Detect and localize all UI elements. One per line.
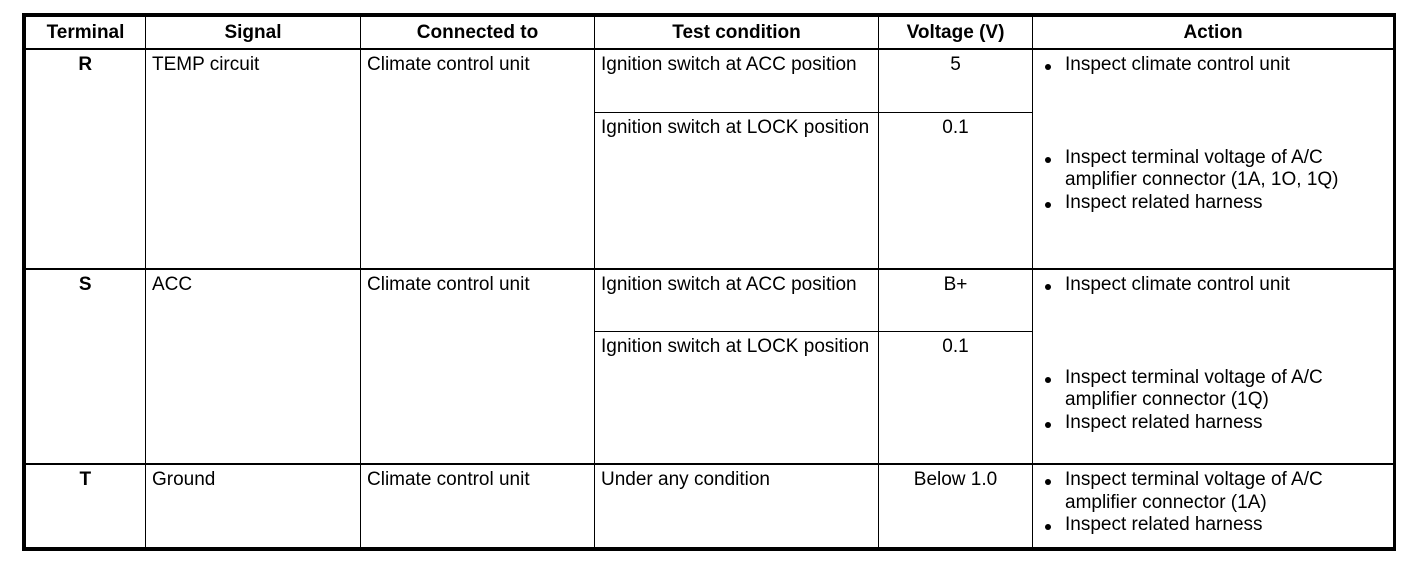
column-header-signal: Signal <box>145 16 361 51</box>
cell-test-condition: Ignition switch at LOCK position <box>594 330 879 465</box>
list-item: Inspect related harness <box>1039 514 1387 536</box>
action-list: Inspect terminal voltage of A/C amplifie… <box>1039 469 1387 536</box>
cell-terminal: T <box>25 463 146 549</box>
bullet-icon <box>1045 376 1051 383</box>
table-row: Ignition switch at LOCK position 0.1 <box>26 330 1394 465</box>
cell-terminal: S <box>25 268 146 465</box>
cell-test-condition: Ignition switch at ACC position <box>594 48 879 113</box>
cell-test-condition: Ignition switch at LOCK position <box>594 111 879 270</box>
cell-voltage: 0.1 <box>878 111 1033 270</box>
cell-signal: Ground <box>145 463 361 549</box>
bullet-icon <box>1045 64 1051 71</box>
table-body: R TEMP circuit Climate control unit Igni… <box>25 48 1394 549</box>
cell-test-condition: Under any condition <box>594 463 879 549</box>
table-row: R TEMP circuit Climate control unit Igni… <box>25 48 1394 270</box>
cell-terminal: R <box>25 48 146 270</box>
list-item: Inspect related harness <box>1039 192 1387 214</box>
table-row: S ACC Climate control unit Ignition swit… <box>25 268 1394 465</box>
cell-connected-to: Climate control unit <box>360 463 595 549</box>
bullet-icon <box>1045 524 1051 531</box>
cell-connected-to: Climate control unit <box>360 268 595 465</box>
action-list: Inspect climate control unit Inspect ter… <box>1039 274 1387 434</box>
spec-table: Terminal Signal Connected to Test condit… <box>25 16 1394 549</box>
bullet-icon <box>1045 479 1051 486</box>
list-item: Inspect terminal voltage of A/C amplifie… <box>1039 469 1387 514</box>
cell-voltage: 0.1 <box>878 330 1033 465</box>
list-item: Inspect terminal voltage of A/C amplifie… <box>1039 367 1387 412</box>
bullet-icon <box>1045 421 1051 428</box>
action-list: Inspect climate control unit Inspect ter… <box>1039 54 1387 214</box>
cell-connected-to: Climate control unit <box>360 48 595 270</box>
column-header-action: Action <box>1032 16 1394 51</box>
cell-voltage: Below 1.0 <box>878 463 1033 549</box>
terminal-voltage-table: Terminal Signal Connected to Test condit… <box>22 13 1396 551</box>
list-item: Inspect terminal voltage of A/C amplifie… <box>1039 147 1387 192</box>
column-header-test-condition: Test condition <box>594 16 879 51</box>
bullet-icon <box>1045 284 1051 291</box>
list-item: Inspect climate control unit <box>1039 274 1387 296</box>
cell-action: Inspect climate control unit Inspect ter… <box>1032 48 1394 270</box>
cell-test-condition: Ignition switch at ACC position <box>594 268 879 332</box>
column-header-connected-to: Connected to <box>360 16 595 51</box>
bullet-icon <box>1045 201 1051 208</box>
table-row: Ignition switch at LOCK position 0.1 <box>26 111 1394 270</box>
column-header-voltage: Voltage (V) <box>878 16 1033 51</box>
cell-voltage: 5 <box>878 48 1033 113</box>
list-item: Inspect related harness <box>1039 412 1387 434</box>
column-header-terminal: Terminal <box>25 16 146 51</box>
header-row: Terminal Signal Connected to Test condit… <box>25 16 1394 51</box>
bullet-icon <box>1045 156 1051 163</box>
cell-signal: ACC <box>145 268 361 465</box>
spacer <box>1039 77 1387 147</box>
spacer <box>1039 297 1387 367</box>
table-header: Terminal Signal Connected to Test condit… <box>25 16 1394 51</box>
cell-action: Inspect terminal voltage of A/C amplifie… <box>1032 463 1394 549</box>
cell-voltage: B+ <box>878 268 1033 332</box>
cell-action: Inspect climate control unit Inspect ter… <box>1032 268 1394 465</box>
cell-signal: TEMP circuit <box>145 48 361 270</box>
table-row: T Ground Climate control unit Under any … <box>25 463 1394 549</box>
list-item: Inspect climate control unit <box>1039 54 1387 76</box>
